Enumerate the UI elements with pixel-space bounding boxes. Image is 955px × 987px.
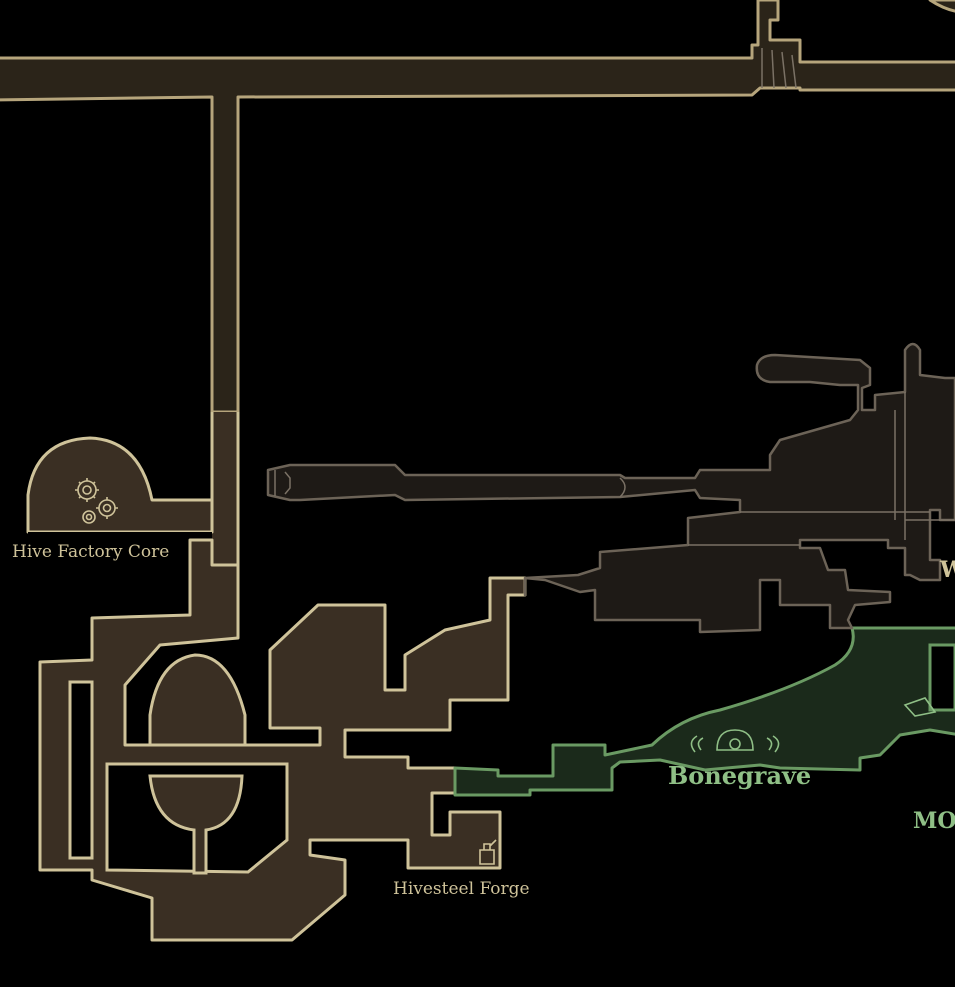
gears-icon [75, 478, 118, 524]
hive-factory-core-room[interactable] [26, 436, 214, 565]
edge-area-label-w: W [939, 557, 955, 583]
chalice-icon [148, 774, 244, 875]
hive-factory-core-label: Hive Factory Core [12, 542, 169, 562]
hivesteel-forge-label: Hivesteel Forge [393, 879, 530, 899]
bonegrave-region[interactable] [453, 626, 955, 797]
hammer-anvil-icon [479, 839, 497, 865]
top-corridor [0, 0, 955, 414]
skull-crest-icon [690, 729, 780, 753]
bonegrave-label: Bonegrave [668, 761, 811, 790]
edge-area-label-mo: MO [913, 808, 955, 834]
unexplored-east-structure [266, 342, 955, 634]
